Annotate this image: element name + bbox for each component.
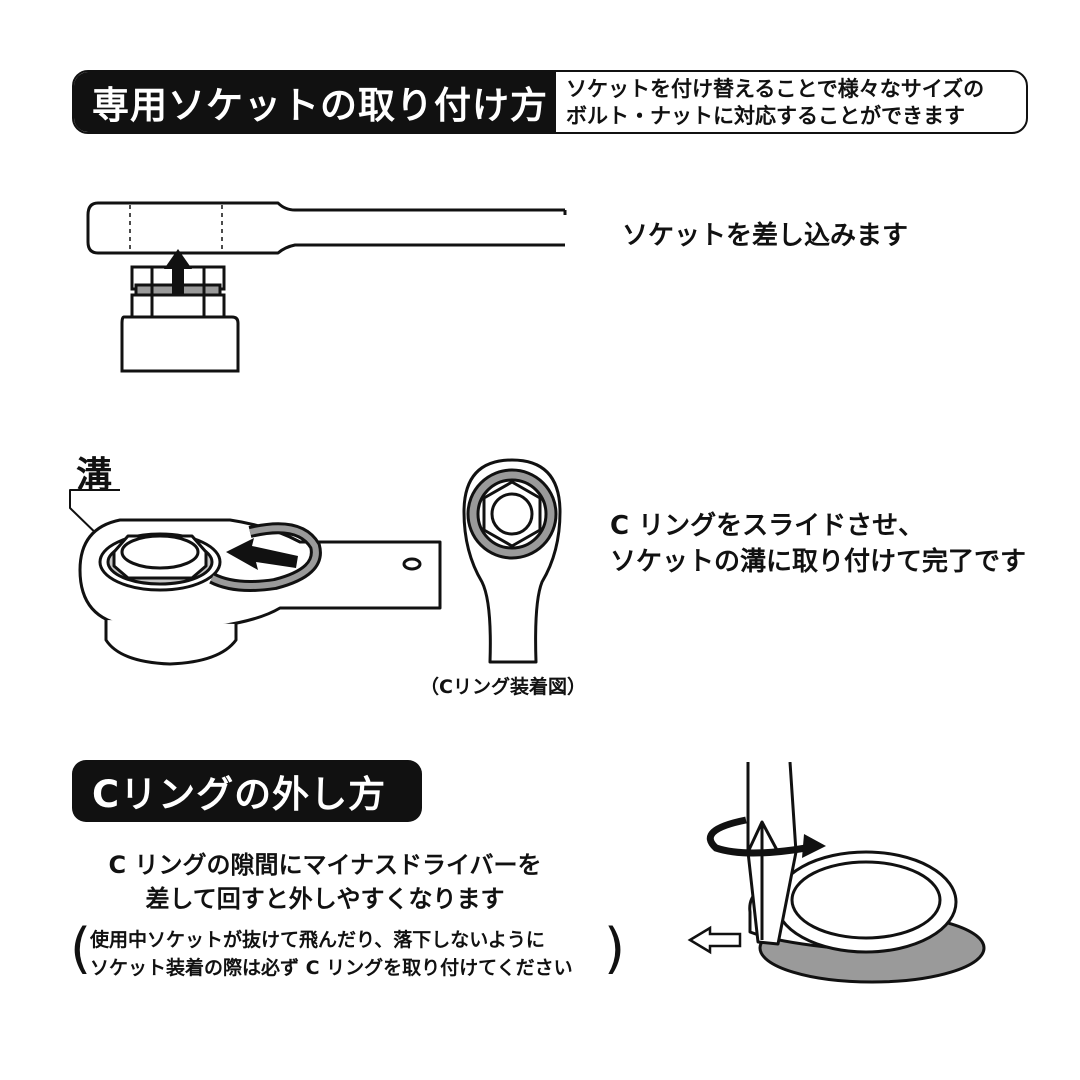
c-ring-caption: （Cリング装着図） <box>420 676 586 698</box>
section-title-install: 専用ソケットの取り付け方 <box>74 72 556 132</box>
removal-instructions: C リングの隙間にマイナスドライバーを 差して回すと外しやすくなります <box>90 848 560 916</box>
removal-line-1: C リングの隙間にマイナスドライバーを <box>108 851 542 879</box>
note-line-1: 使用中ソケットが抜けて飛んだり、落下しないように <box>90 929 545 951</box>
note-paren-close: ) <box>604 917 626 980</box>
c-ring-removal-illustration <box>687 762 986 984</box>
note-paren-open: ( <box>70 917 92 980</box>
caution-note: 使用中ソケットが抜けて飛んだり、落下しないように ソケット装着の際は必ず C リ… <box>90 926 573 982</box>
section-title-removal: Cリングの外し方 <box>72 760 422 822</box>
section-description: ソケットを付け替えることで様々なサイズの ボルト・ナットに対応することができます <box>556 72 1026 132</box>
step2-text: C リングをスライドさせ、 ソケットの溝に取り付けて完了です <box>610 508 1026 580</box>
step1-text: ソケットを差し込みます <box>622 221 909 251</box>
description-line-2: ボルト・ナットに対応することができます <box>566 104 965 128</box>
note-line-2: ソケット装着の際は必ず C リングを取り付けてください <box>90 957 573 979</box>
c-ring-slide-illustration <box>69 489 442 666</box>
step2-text-line-2: ソケットの溝に取り付けて完了です <box>610 547 1027 577</box>
section-header-install: 専用ソケットの取り付け方 ソケットを付け替えることで様々なサイズの ボルト・ナッ… <box>72 70 1028 134</box>
description-line-1: ソケットを付け替えることで様々なサイズの <box>566 77 985 101</box>
socket-insert-illustration <box>86 201 567 373</box>
c-ring-mounted-view <box>462 458 562 664</box>
step2-text-line-1: C リングをスライドさせ、 <box>610 511 925 541</box>
removal-line-2: 差して回すと外しやすくなります <box>145 885 505 913</box>
